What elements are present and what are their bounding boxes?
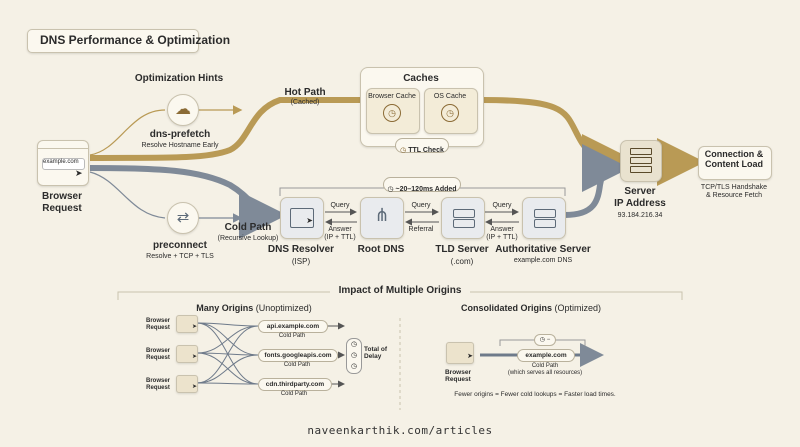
- edge-referral: Referral: [408, 226, 434, 233]
- added-latency-label: ~20–120ms Added: [395, 186, 457, 193]
- preconnect-line: [89, 171, 166, 219]
- browser-cache-label: Browser Cache: [368, 93, 416, 100]
- single-origin-sub: Cold Path (which serves all resources): [507, 363, 583, 376]
- cursor-icon: ➤: [75, 168, 83, 178]
- browser-cache-clock-icon: ◷: [383, 104, 401, 122]
- single-origin-pill: example.com: [517, 349, 575, 362]
- root-dns-title: Root DNS: [357, 244, 405, 255]
- hot-path-line-2: [481, 97, 630, 182]
- prefetch-name: dns-prefetch: [149, 129, 211, 140]
- ttl-check-label: TTL Check: [408, 147, 444, 154]
- preconnect-icon: ⇄: [167, 202, 199, 234]
- preconnect-desc: Resolve + TCP + TLS: [146, 253, 214, 260]
- prefetch-line: [89, 109, 166, 156]
- hot-path-line: [89, 97, 360, 161]
- caches-title: Caches: [403, 73, 439, 84]
- connection-box: [698, 146, 772, 180]
- title-box: [27, 29, 199, 53]
- browser-icon-1: ➤: [176, 315, 198, 333]
- server-stack-icon: [630, 148, 652, 155]
- latency-clock-icon: ◷: [387, 186, 396, 193]
- browser-request-label-3: Browser Request: [145, 378, 171, 391]
- browser-cache-card: [366, 88, 420, 134]
- prefetch-desc: Resolve Hostname Early: [141, 142, 219, 149]
- edge-query-3: Query: [492, 202, 512, 209]
- prefetch-icon: ☁: [167, 94, 199, 126]
- tld-server-title: TLD Server: [435, 244, 489, 255]
- edge-query-1: Query: [330, 202, 350, 209]
- cold-path-title: Cold Path: [224, 222, 272, 233]
- cold-path-sub: (Recursive Lookup): [217, 235, 279, 242]
- authoritative-server-title: Authoritative Server: [495, 244, 591, 255]
- many-origins-heading: Many Origins (Unoptimized): [196, 303, 312, 313]
- browser-window: example.com ➤: [37, 140, 89, 186]
- cold-path-line: [89, 165, 287, 239]
- origin-pill-1: api.example.com: [258, 320, 328, 333]
- address-bar: [42, 158, 85, 170]
- single-timer-badge: ◷ −: [534, 334, 556, 346]
- edge-answer-3: Answer (IP + TTL): [486, 226, 518, 242]
- server-rack-icon: [534, 209, 556, 218]
- footer-url: naveenkarthik.com/articles: [307, 424, 493, 437]
- impact-heading: Impact of Multiple Origins: [338, 285, 462, 296]
- hot-path-title: Hot Path: [284, 87, 326, 98]
- hints-heading: Optimization Hints: [134, 73, 224, 84]
- browser-icon-3: ➤: [176, 375, 198, 393]
- server-ip: 93.184.216.34: [617, 212, 663, 219]
- origin-pill-3: cdn.thirdparty.com: [258, 378, 332, 391]
- browser-window-icon: ➤: [290, 208, 314, 228]
- origin-pill-2: fonts.googleapis.com: [258, 349, 338, 362]
- hot-path-sub: (Cached): [290, 99, 320, 106]
- hierarchy-icon: ⋔: [374, 205, 390, 225]
- os-cache-label: OS Cache: [433, 93, 467, 100]
- consolidated-browser-icon: ➤: [446, 342, 474, 364]
- page-title: DNS Performance & Optimization: [40, 33, 231, 47]
- server-rack-icon: [453, 209, 475, 218]
- total-delay-label: Total of Delay: [364, 346, 387, 361]
- connection-title: Connection & Content Load: [704, 149, 764, 170]
- single-clock-icon: ◷: [539, 337, 546, 343]
- authoritative-server-sub: example.com DNS: [513, 257, 573, 264]
- origin-cold-path-1: Cold Path: [278, 333, 306, 339]
- dns-resolver-sub: (ISP): [291, 257, 311, 266]
- origin-cold-path-2: Cold Path: [283, 362, 311, 368]
- browser-request-label: Browser Request: [41, 191, 83, 214]
- edge-answer-1: Answer (IP + TTL): [324, 226, 356, 242]
- browser-request-label-1: Browser Request: [145, 318, 171, 331]
- added-latency-badge: ◷ ~20–120ms Added: [383, 177, 461, 193]
- tld-server-node: [441, 197, 485, 239]
- impact-summary: Fewer origins = Fewer cold lookups = Fas…: [454, 391, 616, 398]
- edge-query-2: Query: [411, 202, 431, 209]
- authoritative-server-node: [522, 197, 566, 239]
- ttl-clock-icon: ◷: [400, 147, 409, 154]
- consolidated-browser-label: Browser Request: [444, 369, 472, 384]
- preconnect-name: preconnect: [153, 240, 207, 251]
- dns-resolver-title: DNS Resolver: [267, 244, 335, 255]
- os-cache-clock-icon: ◷: [441, 104, 459, 122]
- tld-server-sub: (.com): [450, 257, 474, 266]
- delay-timers: ◷◷◷: [346, 338, 362, 374]
- browser-url: example.com: [43, 159, 79, 165]
- origin-cold-path-3: Cold Path: [280, 391, 308, 397]
- browser-icon-2: ➤: [176, 345, 198, 363]
- browser-request-label-2: Browser Request: [145, 348, 171, 361]
- connection-sub: TCP/TLS Handshake & Resource Fetch: [700, 184, 768, 200]
- root-dns-node: ⋔: [360, 197, 404, 239]
- dns-resolver-node: ➤: [280, 197, 324, 239]
- ttl-check-badge: ◷ TTL Check: [395, 138, 449, 154]
- server-node: [620, 140, 662, 182]
- cold-path-return: [564, 144, 630, 218]
- consolidated-heading: Consolidated Origins (Optimized): [460, 303, 602, 313]
- server-title: Server IP Address: [614, 186, 666, 209]
